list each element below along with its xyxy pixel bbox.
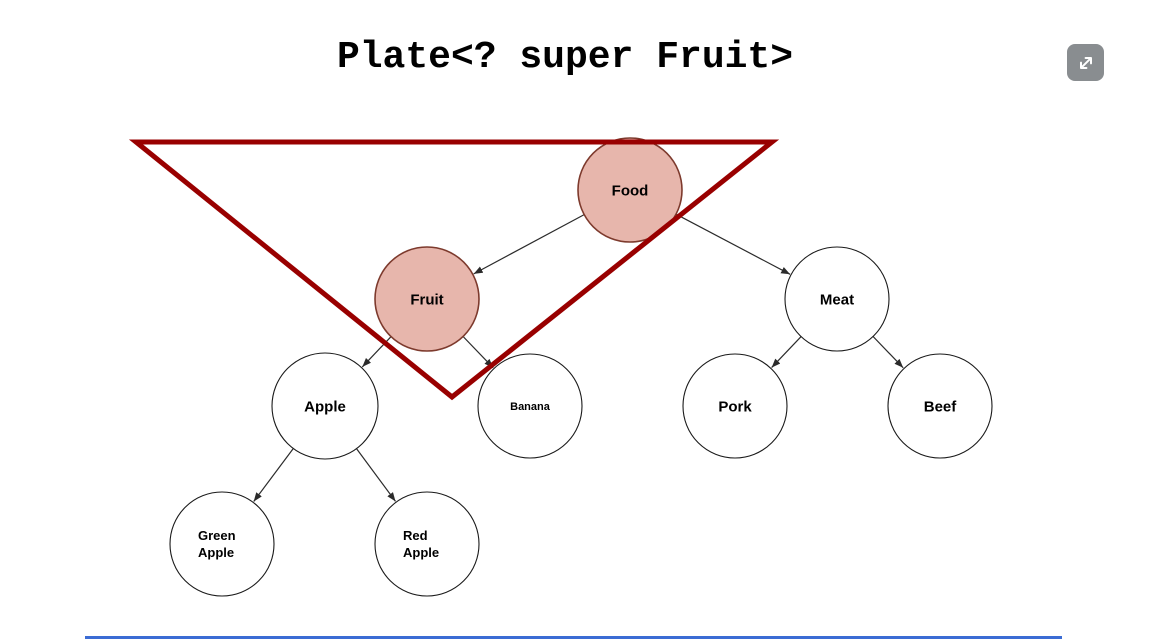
edge-fruit-banana: [462, 336, 494, 369]
node-circle-green-apple: [169, 491, 275, 597]
node-circle-food: [577, 137, 683, 243]
node-label-food: Food: [612, 182, 649, 199]
edge-meat-pork: [771, 336, 802, 369]
node-label-fruit: Fruit: [410, 291, 443, 308]
edge-food-meat: [675, 213, 791, 275]
slide-progress-bar: [85, 636, 1062, 639]
node-pork: Pork: [682, 353, 788, 459]
node-label-red-apple: Red: [403, 528, 428, 543]
edge-fruit-apple: [361, 336, 392, 368]
node-food: Food: [577, 137, 683, 243]
node-label-banana: Banana: [510, 401, 551, 413]
node-label-pork: Pork: [718, 398, 752, 415]
node-circle-banana: [477, 353, 583, 459]
edge-meat-beef: [872, 336, 904, 369]
node-label-green-apple: Green: [198, 528, 236, 543]
edge-apple-red-apple: [356, 448, 396, 502]
node-meat: Meat: [784, 246, 890, 352]
node-apple: Apple: [271, 352, 379, 460]
super-bound-triangle: [128, 139, 780, 401]
node-label-apple: Apple: [304, 398, 346, 415]
node-circle-meat: [784, 246, 890, 352]
node-circle-fruit: [374, 246, 480, 352]
node-circle-apple: [271, 352, 379, 460]
node-label-beef: Beef: [924, 398, 958, 415]
slide-title: Plate<? super Fruit>: [336, 36, 794, 79]
node-label-green-apple: Apple: [198, 545, 234, 560]
node-label-red-apple: Apple: [403, 545, 439, 560]
edge-food-fruit: [473, 214, 585, 275]
fullscreen-button[interactable]: [1067, 44, 1104, 81]
node-label-meat: Meat: [820, 291, 854, 308]
node-fruit: Fruit: [374, 246, 480, 352]
node-banana: Banana: [477, 353, 583, 459]
fullscreen-icon: [1079, 56, 1092, 69]
node-circle-pork: [682, 353, 788, 459]
node-circle-beef: [887, 353, 993, 459]
node-circle-red-apple: [374, 491, 480, 597]
node-beef: Beef: [887, 353, 993, 459]
edge-apple-green-apple: [253, 448, 294, 502]
